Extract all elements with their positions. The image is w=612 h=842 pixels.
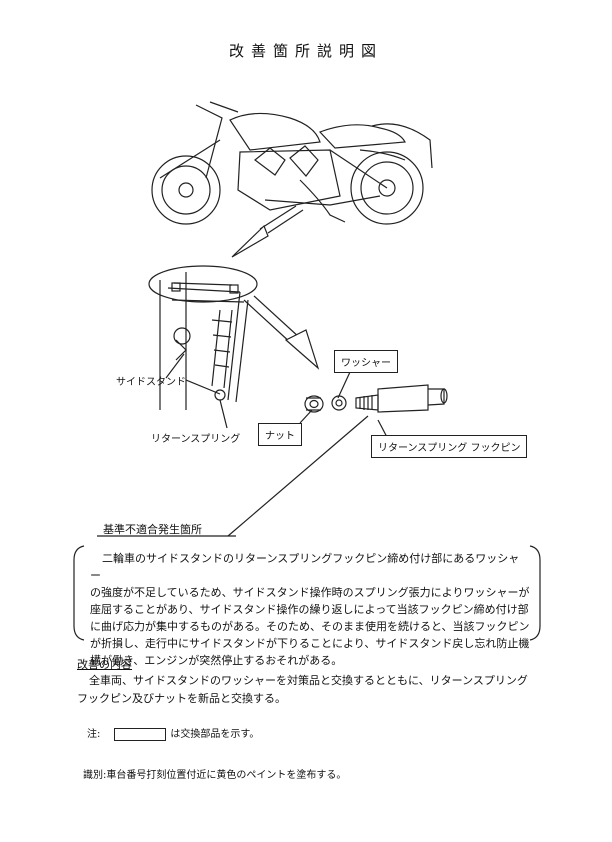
return-spring-label: リターンスプリング (151, 434, 241, 445)
improvement-description: 全車両、サイドスタンドのワッシャーを対策品と交換するとともに、リターンスプリング… (77, 672, 547, 708)
defect-heading: 基準不適合発生箇所 (103, 523, 202, 536)
hook-pin-part (355, 384, 448, 413)
improvement-heading: 改善の内容 (77, 658, 132, 671)
defect-line: 構が働き、エンジンが突然停止するおそれがある。 (90, 654, 343, 667)
improvement-line: 全車両、サイドスタンドのワッシャーを対策品と交換するとともに、リターンスプリング (89, 674, 528, 687)
pointer-arrow-1 (231, 205, 304, 258)
improvement-line: フックピン及びナットを新品と交換する。 (77, 692, 286, 705)
defect-line: に曲げ応力が集中するものがある。そのため、そのまま使用を続けると、当該フックピン (90, 620, 530, 633)
nut-label: ナット (258, 423, 302, 446)
side-stand-label: サイドスタンド (116, 377, 186, 388)
hook-pin-label: リターンスプリング フックピン (371, 435, 528, 458)
defect-leader-line (227, 415, 369, 537)
identification-note: 識別:車台番号打刻位置付近に黄色のペイントを塗布する。 (83, 770, 347, 781)
motorcycle-drawing (151, 101, 433, 225)
defect-line: の強度が不足しているため、サイドスタンド操作時のスプリング張力によりワッシャーが (90, 586, 530, 599)
right-bracket (529, 545, 541, 641)
defect-description: 二輪車のサイドスタンドのリターンスプリングフックピン締め付け部にあるワッシャー … (90, 550, 530, 669)
defect-line: 座屈することがあり、サイドスタンド操作の繰り返しによって当該フックピン締め付け部 (90, 603, 529, 616)
side-stand-detail (159, 272, 249, 410)
washer-label: ワッシャー (334, 350, 398, 373)
defect-line: 二輪車のサイドスタンドのリターンスプリングフックピン締め付け部にあるワッシャー (90, 552, 520, 582)
nut-part (304, 395, 324, 413)
detail-highlight-ellipse (148, 265, 258, 303)
legend-suffix: は交換部品を示す。 (170, 729, 260, 740)
legend-note: 注: は交換部品を示す。 (87, 725, 259, 741)
washer-part (331, 395, 347, 411)
legend-box (114, 727, 167, 741)
left-bracket (73, 545, 85, 641)
defect-line: が折損し、走行中にサイドスタンドが下りることにより、サイドスタンド戻し忘れ防止機 (90, 637, 530, 650)
legend-prefix: 注: (87, 729, 101, 740)
page-title: 改善箇所説明図 (228, 42, 383, 60)
pointer-arrow-2 (243, 295, 320, 370)
